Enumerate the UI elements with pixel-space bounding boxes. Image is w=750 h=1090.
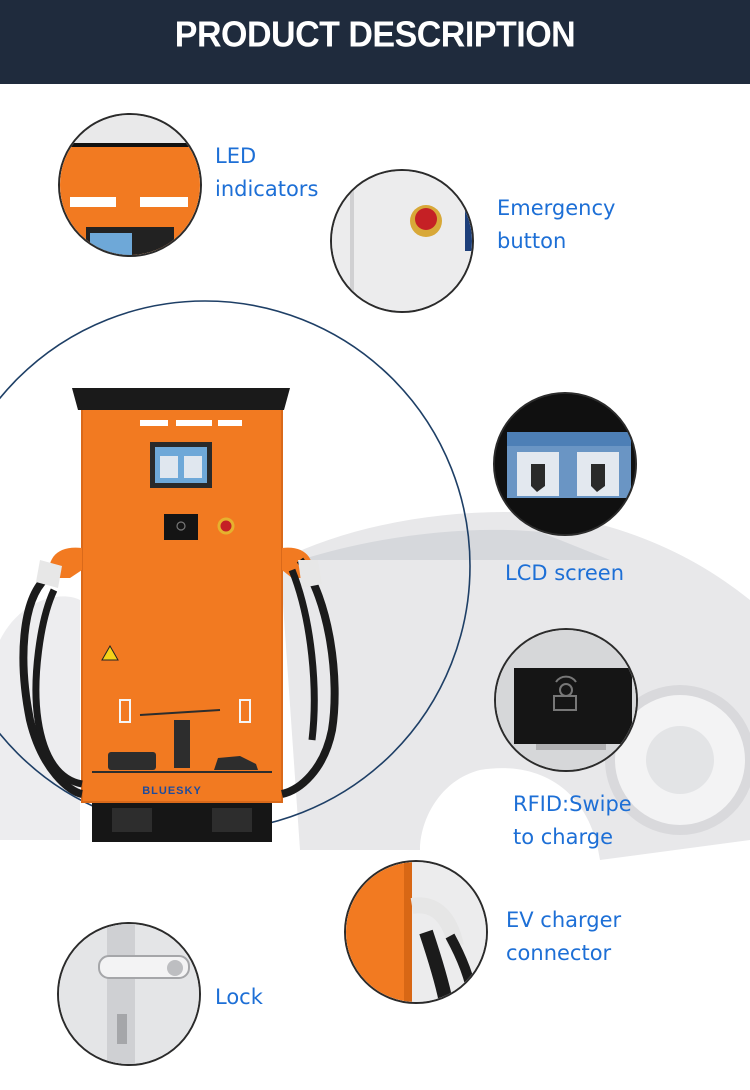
page-title: PRODUCT DESCRIPTION [174, 15, 576, 55]
lcd-screen-callout [493, 392, 637, 536]
ev-connector-label: EV charger connector [506, 908, 622, 965]
emergency-button-label: Emergency button [497, 196, 616, 253]
charger-top-cap [72, 388, 290, 410]
emergency-button-callout [330, 169, 474, 313]
header-banner: PRODUCT DESCRIPTION [0, 0, 750, 84]
rfid-callout [494, 628, 638, 772]
led-indicators-label: LED indicators [215, 144, 319, 201]
rfid-reader [164, 514, 198, 540]
rfid-label: RFID:Swipe to charge [513, 792, 632, 849]
charger-brand: BLUESKY [142, 785, 202, 797]
ev-connector-callout [344, 860, 488, 1004]
led-indicators-callout [58, 113, 202, 257]
emergency-stop-button [217, 517, 235, 535]
lock-label: Lock [215, 985, 263, 1009]
lcd-screen-label: LCD screen [505, 561, 625, 585]
lock-callout [57, 922, 201, 1066]
